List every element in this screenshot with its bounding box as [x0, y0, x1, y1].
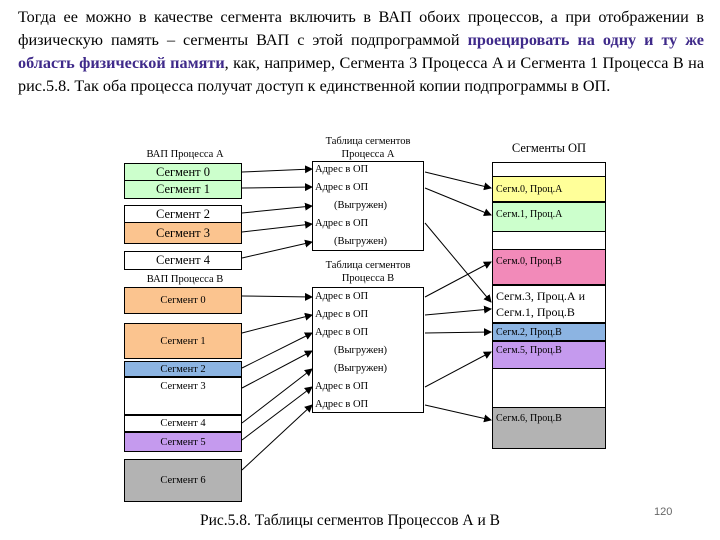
table-b-row-2: Адрес в ОП: [315, 327, 369, 338]
arrow-vapb-seg6: [241, 404, 313, 471]
vap-b-segment-3: Сегмент 3: [124, 377, 242, 415]
vap-a-segment-0: Сегмент 0: [124, 163, 242, 181]
table-a-title-line1: Таблица сегментов: [325, 136, 411, 147]
arrow-tb-row2: [424, 328, 492, 337]
vap-b-segment-2: Сегмент 2: [124, 361, 242, 377]
table-a-row-1: Адрес в ОП: [315, 182, 369, 193]
op-cell-0: Сегм.0, Проц.А: [492, 176, 606, 202]
arrow-vapa-seg4: [241, 239, 313, 259]
arrow-vapb-seg5: [241, 386, 313, 441]
arrow-tb-row0: [424, 261, 492, 298]
arrow-vapa-seg3: [241, 220, 313, 233]
table-b-row-3: (Выгружен): [334, 345, 387, 356]
table-b-row-4: (Выгружен): [334, 363, 387, 374]
arrow-vapb-seg3: [241, 350, 313, 389]
table-b-row-0: Адрес в ОП: [315, 291, 369, 302]
table-b-title-line1: Таблица сегментов: [325, 260, 411, 271]
arrow-tb-row5: [424, 351, 492, 388]
page-number: 120: [654, 506, 673, 518]
table-a-title-line2: Процесса А: [341, 149, 395, 160]
table-a-row-3: Адрес в ОП: [315, 218, 369, 229]
op-cell-3-line2: Сегм.1, Проц.В: [496, 305, 575, 319]
op-cell-3-line1: Сегм.3, Проц.А и: [496, 289, 586, 303]
arrow-tb-row6: [424, 404, 492, 423]
vap-a-segment-1: Сегмент 1: [124, 180, 242, 199]
op-cell-4: Сегм.2, Проц.В: [492, 323, 606, 341]
arrow-tb-row1: [424, 305, 492, 316]
vap-b-segment-6: Сегмент 6: [124, 459, 242, 502]
table-b-row-6: Адрес в ОП: [315, 399, 369, 410]
table-b-row-1: Адрес в ОП: [315, 309, 369, 320]
table-b-frame: [312, 287, 424, 413]
vap-b-segment-4: Сегмент 4: [124, 415, 242, 432]
vap-a-segment-3: Сегмент 3: [124, 222, 242, 244]
paragraph-text-2: , как, например, Сегмента 3 Процесса A и…: [18, 54, 705, 95]
arrow-vapa-seg2: [241, 202, 313, 214]
table-a-row-0: Адрес в ОП: [315, 164, 369, 175]
op-title: Сегменты ОП: [511, 141, 587, 155]
vap-a-segment-4: Сегмент 4: [124, 251, 242, 270]
intro-paragraph: Тогда ее можно в качестве сегмента включ…: [18, 6, 704, 98]
table-a-row-2: (Выгружен): [334, 200, 387, 211]
op-cell-5: Сегм.5, Проц.В: [492, 341, 606, 369]
arrow-vapa-seg1: [241, 183, 313, 192]
op-cell-2: Сегм.0, Проц.В: [492, 249, 606, 285]
arrow-vapb-seg2: [241, 332, 313, 369]
arrow-ta-row0: [424, 171, 492, 191]
vap-a-segment-2: Сегмент 2: [124, 205, 242, 223]
vap-b-title: ВАП Процесса В: [146, 274, 224, 285]
arrow-ta-row3: [424, 222, 492, 303]
vap-b-segment-5: Сегмент 5: [124, 432, 242, 452]
op-cell-3: Сегм.3, Проц.А и Сегм.1, Проц.В: [492, 285, 606, 323]
table-b-row-5: Адрес в ОП: [315, 381, 369, 392]
paragraph-text-1: Тогда ее можно в качестве сегмента включ…: [18, 8, 704, 49]
op-cell-1: Сегм.1, Проц.А: [492, 202, 606, 232]
arrow-ta-row1: [424, 187, 492, 217]
table-a-frame: [312, 161, 424, 251]
op-cell-6: Сегм.6, Проц.В: [492, 407, 606, 449]
arrow-vapa-seg0: [241, 165, 313, 174]
arrow-vapb-seg4: [241, 368, 313, 424]
vap-a-title: ВАП Процесса А: [146, 149, 224, 160]
arrow-vapb-seg0: [241, 292, 313, 301]
vap-b-segment-0: Сегмент 0: [124, 287, 242, 314]
table-a-row-4: (Выгружен): [334, 236, 387, 247]
paragraph-highlight: проецировать на одну и ту же область физ…: [18, 31, 704, 72]
arrow-vapb-seg1: [241, 312, 313, 334]
vap-b-segment-1: Сегмент 1: [124, 323, 242, 359]
figure-caption: Рис.5.8. Таблицы сегментов Процессов А и…: [200, 512, 501, 529]
table-b-title-line2: Процесса В: [341, 273, 395, 284]
